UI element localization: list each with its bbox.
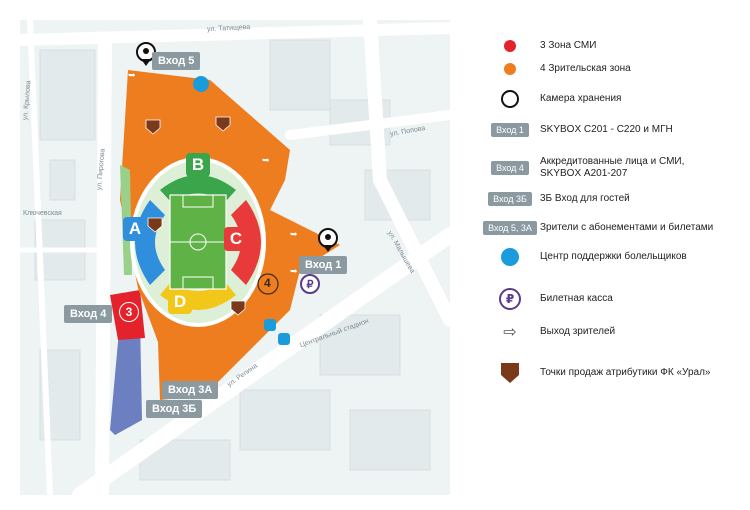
- legend-item-merch: Точки продаж атрибутики ФК «Урал»: [480, 363, 740, 383]
- entry-1-label[interactable]: Вход 1: [299, 256, 348, 274]
- legend-item-spectator-zone: 4 Зрительская зона: [480, 63, 740, 75]
- entry-5-label[interactable]: Вход 5: [152, 52, 201, 70]
- legend-item-entry-4: Вход 4 Аккредитованные лица и СМИ,SKYBOX…: [480, 156, 740, 180]
- storage-pin-icon: [501, 90, 519, 108]
- exit-arrow-icon: ➥: [128, 71, 136, 81]
- legend-item-ticket-office: ₽ Билетная касса: [480, 288, 740, 310]
- red-dot-icon: [504, 40, 516, 52]
- ural-shield-icon: [215, 116, 231, 132]
- support-center-marker: [193, 76, 209, 92]
- legend-item-support: Центр поддержки болельщиков: [480, 248, 740, 266]
- transport-icon: [264, 319, 290, 345]
- exit-arrow-icon: ➥: [262, 156, 270, 166]
- entry-3b-label[interactable]: Вход 3Б: [146, 400, 203, 418]
- exit-arrow-icon: ⇨: [503, 322, 517, 341]
- ural-shield-icon: [145, 119, 161, 135]
- legend-item-storage: Камера хранения: [480, 90, 740, 108]
- svg-text:₽: ₽: [307, 279, 314, 291]
- guest-zone: [110, 320, 142, 435]
- stadium-map[interactable]: ₽ ➥ ➥ ➥ ➥ B A C D 4 3 Вход 5 Вход 1 Вход: [20, 20, 450, 495]
- sector-d-label[interactable]: D: [168, 290, 192, 314]
- orange-dot-icon: [504, 63, 516, 75]
- ural-shield-icon: [147, 217, 163, 233]
- zone-4-marker: [257, 273, 279, 295]
- zone-3-number: 3: [119, 302, 139, 322]
- sector-c-label[interactable]: C: [224, 227, 248, 251]
- ural-shield-icon: [501, 363, 519, 383]
- sector-b-label[interactable]: B: [186, 153, 210, 177]
- ruble-icon[interactable]: ₽: [300, 274, 320, 294]
- legend-item-entry-3b: Вход 3Б 3Б Вход для гостей: [480, 192, 740, 206]
- legend-item-entry-1: Вход 1 SKYBOX С201 - С220 и МГН: [480, 123, 740, 137]
- legend-item-entry-5-3a: Вход 5, 3А Зрители с абонементами и биле…: [480, 221, 740, 235]
- blue-dot-icon: [501, 248, 519, 266]
- entry-4-label[interactable]: Вход 4: [64, 305, 113, 323]
- street-kluchevskaya: Ключевская: [23, 210, 62, 217]
- exit-arrow-icon: ➥: [290, 267, 298, 277]
- zone-4-number: 4: [264, 276, 271, 290]
- map-canvas: ₽ ➥ ➥ ➥ ➥: [20, 20, 450, 495]
- sector-a-label[interactable]: A: [123, 217, 147, 241]
- ural-shield-icon: [230, 300, 246, 316]
- ruble-icon: ₽: [499, 288, 521, 310]
- exit-arrow-icon: ➥: [290, 230, 298, 240]
- entry-3a-label[interactable]: Вход 3А: [162, 381, 219, 399]
- legend-item-media-zone: 3 Зона СМИ: [480, 40, 740, 52]
- legend-item-exit: ⇨ Выход зрителей: [503, 322, 616, 341]
- storage-pin-icon[interactable]: [318, 228, 338, 252]
